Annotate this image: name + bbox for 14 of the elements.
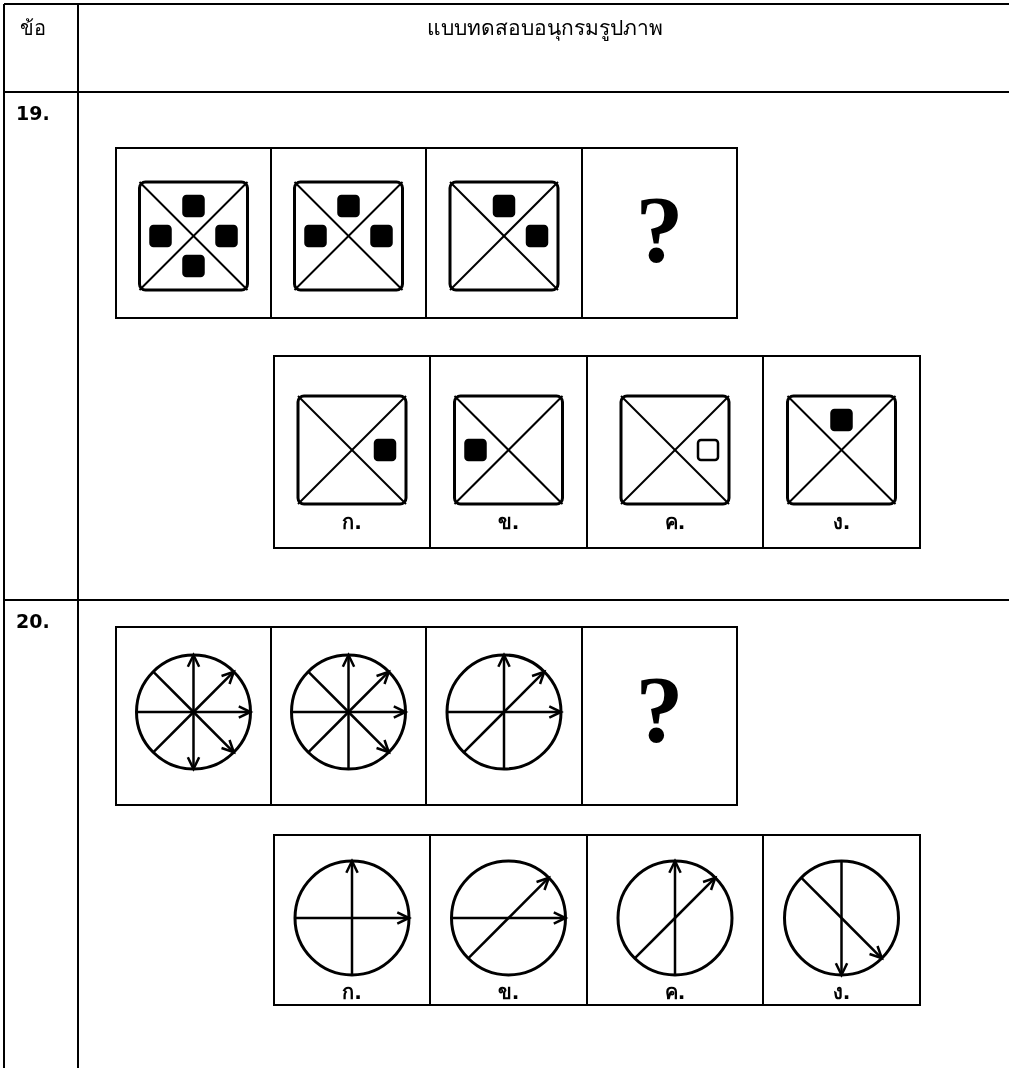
option-label: ง.: [832, 512, 851, 532]
column-header: แบบทดสอบอนุกรมรูปภาพ: [427, 18, 663, 39]
question-number: 20.: [16, 612, 50, 631]
question-mark: ?: [635, 182, 684, 278]
column-header: ข้อ: [20, 18, 46, 38]
option-label: ก.: [342, 512, 362, 532]
option-label: ก.: [342, 982, 362, 1002]
option-label: ง.: [832, 982, 851, 1002]
question-mark: ?: [635, 662, 684, 758]
option-label: ข.: [497, 512, 520, 532]
option-label: ค.: [664, 982, 686, 1002]
option-label: ข.: [497, 982, 520, 1002]
option-label: ค.: [664, 512, 686, 532]
question-number: 19.: [16, 104, 50, 123]
